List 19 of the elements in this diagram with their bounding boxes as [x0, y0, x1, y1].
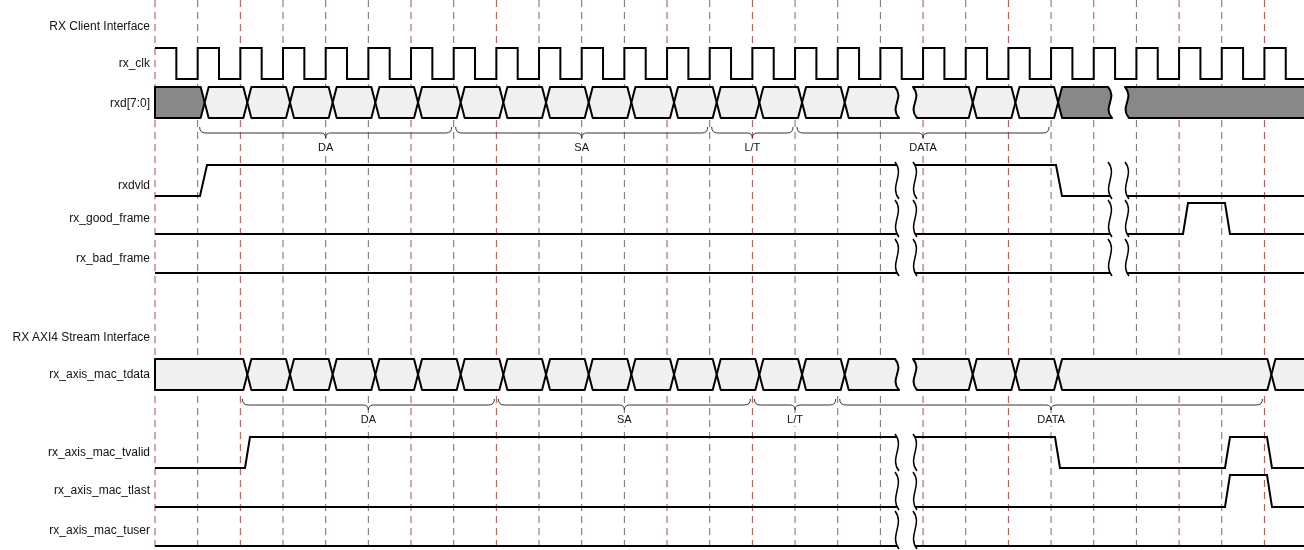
signal-name: rx_bad_frame	[75, 251, 150, 265]
section-heading: RX AXI4 Stream Interface	[12, 330, 150, 344]
field-label: DA	[317, 141, 335, 154]
signal-name: rx_axis_mac_tdata	[49, 367, 150, 381]
field-label: SA	[573, 141, 591, 154]
field-label: DATA	[1036, 413, 1066, 426]
signal-name: rxd[7:0]	[109, 96, 150, 110]
field-label: DATA	[908, 141, 938, 154]
signal-name: rx_axis_mac_tlast	[53, 483, 150, 497]
field-label: L/T	[786, 413, 804, 426]
signal-name: rxdvld	[118, 178, 150, 192]
signal-name: rx_axis_mac_tvalid	[47, 445, 150, 459]
section-heading: RX Client Interface	[49, 19, 150, 33]
field-label: L/T	[743, 141, 762, 154]
field-label: DA	[359, 413, 377, 426]
signal-name: rx_good_frame	[69, 211, 150, 225]
signal-name: rx_axis_mac_tuser	[49, 523, 150, 537]
field-label: SA	[616, 413, 633, 426]
signal-name: rx_clk	[118, 56, 150, 70]
